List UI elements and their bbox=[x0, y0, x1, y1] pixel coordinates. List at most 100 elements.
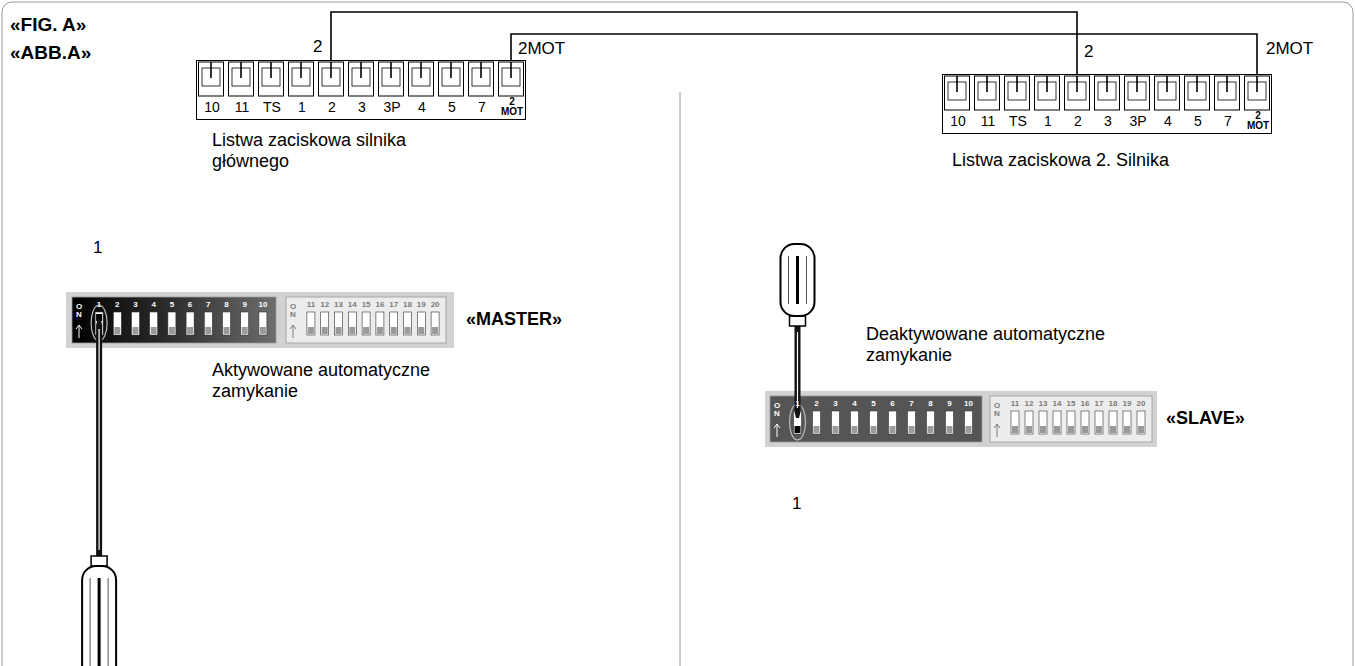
shaft bbox=[96, 325, 102, 556]
terminal-label: TS bbox=[257, 100, 287, 115]
terminal-clamp bbox=[468, 62, 493, 96]
terminal-wire-entry bbox=[420, 62, 422, 78]
switch-slot bbox=[1109, 411, 1117, 434]
switch-number: 19 bbox=[414, 301, 428, 309]
switch-lever bbox=[814, 426, 820, 433]
terminal-wire-entry bbox=[450, 62, 452, 78]
handle-rib bbox=[90, 578, 91, 666]
screwdriver bbox=[781, 244, 815, 418]
switch-number: 2 bbox=[110, 301, 124, 309]
switch-number: 7 bbox=[905, 400, 919, 408]
switch-number: 18 bbox=[1106, 400, 1120, 408]
switch-lever bbox=[151, 327, 157, 334]
dip-switch-block: ON12345678910 bbox=[72, 297, 276, 343]
switch-lever bbox=[133, 327, 139, 334]
switch-number: 14 bbox=[1050, 400, 1064, 408]
wire-name: 2 bbox=[313, 37, 322, 57]
terminal-strip: 1011TS1233P4572 MOT bbox=[196, 60, 526, 120]
switch-number: 16 bbox=[1078, 400, 1092, 408]
unit-role: «SLAVE» bbox=[1166, 408, 1245, 429]
strip-caption: Listwa zaciskowa silnika głównego bbox=[212, 130, 452, 171]
switch-slot bbox=[851, 411, 859, 434]
switch-lever bbox=[1124, 426, 1130, 433]
switch-number: 1 bbox=[92, 301, 106, 309]
switch-lever bbox=[1082, 426, 1088, 433]
switch-slot bbox=[1081, 411, 1089, 434]
dip-block bbox=[990, 396, 1152, 442]
terminal-wire-entry bbox=[1166, 76, 1168, 92]
switch-number: 11 bbox=[1008, 400, 1022, 408]
terminal-wire-entry bbox=[390, 62, 392, 78]
ferrule bbox=[91, 556, 107, 566]
terminal-clamp bbox=[378, 62, 403, 96]
on-marker: ON bbox=[773, 402, 781, 418]
strip-caption: Listwa zaciskowa 2. Silnika bbox=[952, 150, 1169, 171]
switch-number: 17 bbox=[387, 301, 401, 309]
switch-slot bbox=[404, 312, 412, 335]
switch-lever bbox=[205, 327, 211, 334]
terminal-wire-entry bbox=[1256, 76, 1258, 92]
terminal-clamp bbox=[258, 62, 283, 96]
switch-slot bbox=[132, 312, 140, 335]
switch-number: 9 bbox=[943, 400, 957, 408]
dip-switches bbox=[72, 297, 1152, 442]
screwdriver bbox=[82, 319, 116, 666]
switch-number: 7 bbox=[201, 301, 215, 309]
switch-slot bbox=[946, 411, 954, 434]
terminal-label: 3 bbox=[347, 100, 377, 115]
callout-number: 1 bbox=[792, 494, 801, 514]
switch-number: 3 bbox=[129, 301, 143, 309]
switch-slot bbox=[794, 411, 802, 434]
switch-lever bbox=[260, 327, 266, 334]
terminal-clamp bbox=[318, 62, 343, 96]
terminal-clamp bbox=[288, 62, 313, 96]
switch-lever bbox=[947, 426, 953, 433]
switch-slot bbox=[927, 411, 935, 434]
dip-block bbox=[72, 297, 276, 343]
switch-number: 6 bbox=[183, 301, 197, 309]
dip-switch-block: ON11121314151617181920 bbox=[990, 396, 1152, 442]
terminal-clamp bbox=[1154, 76, 1179, 110]
handle-rib bbox=[788, 256, 789, 304]
switch-slot bbox=[307, 312, 315, 335]
dip-block bbox=[770, 396, 982, 442]
terminal-clamp bbox=[974, 76, 999, 110]
switch-lever bbox=[418, 327, 424, 334]
switch-number: 10 bbox=[962, 400, 976, 408]
terminal-label: 10 bbox=[943, 114, 973, 129]
switch-slot bbox=[1053, 411, 1061, 434]
terminal-label: 10 bbox=[197, 100, 227, 115]
terminal-label: 3 bbox=[1093, 114, 1123, 129]
on-marker: ON bbox=[289, 303, 297, 319]
switch-slot bbox=[889, 411, 897, 434]
switch-lever bbox=[890, 426, 896, 433]
terminal-wire-entry bbox=[360, 62, 362, 78]
terminal-clamp bbox=[438, 62, 463, 96]
terminal-clamp bbox=[408, 62, 433, 96]
switch-number: 5 bbox=[867, 400, 881, 408]
switch-number: 15 bbox=[1064, 400, 1078, 408]
switch-number: 4 bbox=[848, 400, 862, 408]
terminal-clamp bbox=[1214, 76, 1239, 110]
switch-lever bbox=[322, 327, 328, 334]
shaft-highlight bbox=[98, 329, 99, 550]
switch-slot bbox=[965, 411, 973, 434]
switch-slot bbox=[1137, 411, 1145, 434]
terminal-strip: 1011TS1233P4572 MOT bbox=[942, 74, 1272, 134]
switch-lever bbox=[432, 327, 438, 334]
switch-number: 19 bbox=[1120, 400, 1134, 408]
on-arrow bbox=[994, 424, 1000, 437]
terminal-label: 11 bbox=[227, 100, 257, 115]
on-marker: ON bbox=[993, 402, 1001, 418]
terminal-wire-entry bbox=[1196, 76, 1198, 92]
terminal-wire-entry bbox=[330, 62, 332, 78]
terminal-wire-entry bbox=[1226, 76, 1228, 92]
switch-slot bbox=[150, 312, 158, 335]
switch-lever bbox=[391, 327, 397, 334]
connection-wire bbox=[511, 34, 1257, 74]
switch-slot bbox=[335, 312, 343, 335]
switch-number: 20 bbox=[1134, 400, 1148, 408]
switch-lever bbox=[242, 327, 248, 334]
dip-switch-block: ON12345678910 bbox=[770, 396, 982, 442]
terminal-clamp bbox=[1004, 76, 1029, 110]
